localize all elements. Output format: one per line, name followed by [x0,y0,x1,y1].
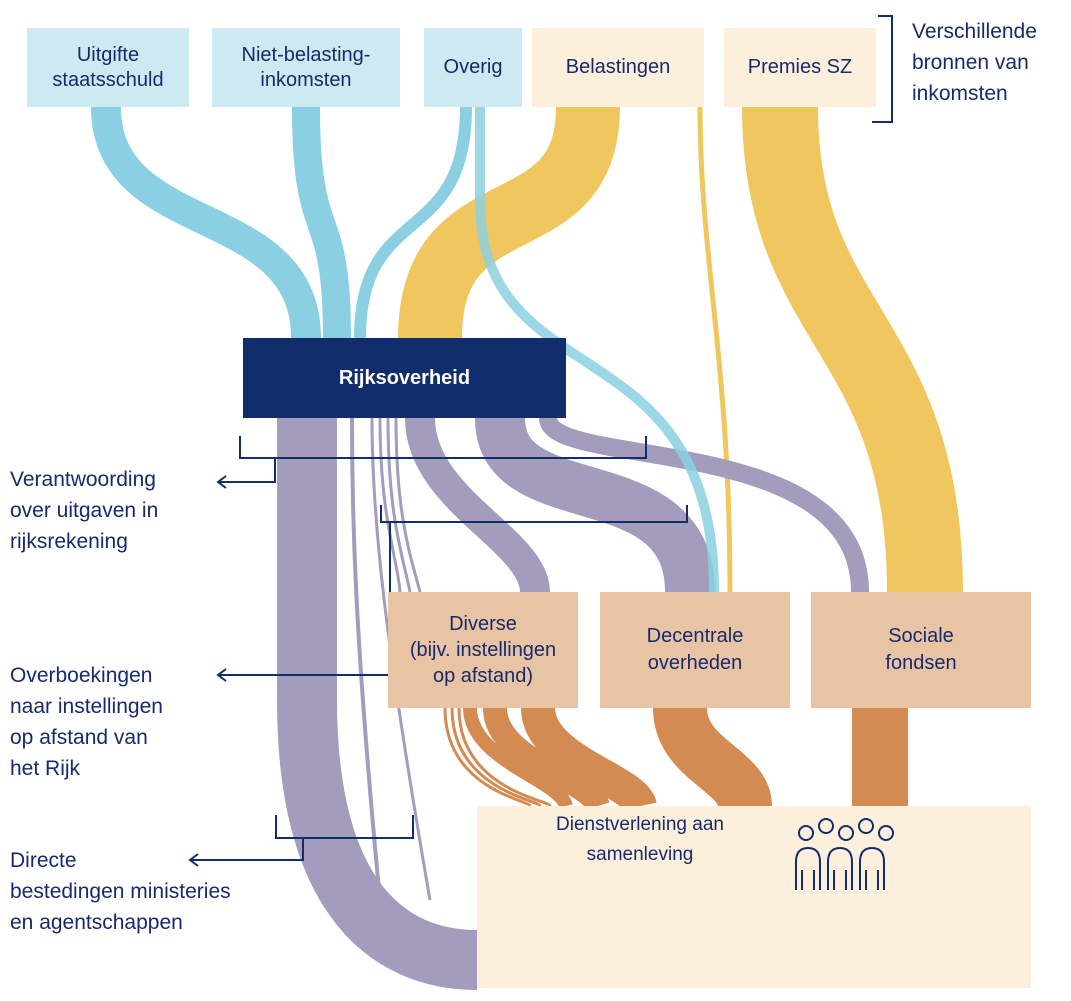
node-sociale-fondsen: Sociale fondsen [811,592,1031,708]
bracket-verantwoording [218,436,647,483]
flow-rijksoverheid-diverse [405,416,550,594]
flow-diverse-dienst [483,706,610,812]
flow-diverse-dienst [463,707,573,809]
node-diverse: Diverse (bijv. instellingen op afstand) [388,592,578,708]
flow-rijksoverheid-decentrale [475,415,715,594]
source-label: Overig [443,56,503,78]
source-label: Uitgifte staatsschuld [52,43,164,91]
flow-diverse-dienst [443,707,532,808]
source-label: Premies SZ [747,56,853,78]
annotation-overboekingen: Overboekingen naar instellingen op afsta… [10,664,163,780]
source-overig: Overig [424,28,522,107]
flow-diverse-dienst [521,705,657,813]
flow-rijksoverheid-thin [350,417,382,901]
flow-overig-decentrale [475,107,719,593]
node-dienstverlening [477,806,1031,988]
flow-decentrale-dienst [653,705,772,810]
source-premies-sz: Premies SZ [724,28,876,107]
arrow-head [216,475,227,489]
bracket-sources [872,15,893,123]
source-niet-belasting: Niet-belasting- inkomsten [212,28,400,107]
source-label: Belastingen [565,56,671,78]
node-decentrale-overheden: Decentrale overheden [600,592,790,708]
source-uitgifte-staatsschuld: Uitgifte staatsschuld [27,28,189,107]
flow-uitgifte-rijksoverheid [91,106,321,339]
sources-annotation: Verschillende bronnen van inkomsten [912,20,1037,105]
source-label: Niet-belasting- inkomsten [241,43,371,91]
annotation-verantwoording: Verantwoording over uitgaven in rijksrek… [10,468,159,553]
flow-rijksoverheid-thin [386,417,412,593]
node-label: Sociale fondsen [885,625,957,674]
flow-diverse-dienst [450,707,542,808]
annotation-directe: Directe bestedingen ministeries en agent… [10,849,231,934]
flow-premies-sociale [742,106,963,593]
node-rijksoverheid: Rijksoverheid [243,338,566,418]
flow-niet-belasting-rijksoverheid [292,106,351,339]
node-label: Decentrale overheden [646,625,744,674]
flow-rijksoverheid-thin [394,417,422,593]
people-icon [795,818,894,890]
flow-rijksoverheid-sociale [539,415,869,593]
flow-overig-rijksoverheid [354,106,472,339]
flow-belastingen-decentrale [697,106,733,593]
node-label: Diverse (bijv. instellingen op afstand) [409,613,557,687]
node-label: Rijksoverheid [338,366,471,389]
flow-rijksoverheid-direct [277,418,478,990]
flow-rijksoverheid-thin [370,417,432,901]
source-belastingen: Belastingen [532,28,704,107]
arrow-head [188,853,199,867]
arrow-head [216,668,227,682]
bracket-directe [190,815,414,861]
destination-label: Dienstverlening aan samenleving [556,814,724,865]
flow-belastingen-rijksoverheid [398,105,620,340]
flow-diverse-dienst [457,707,552,808]
